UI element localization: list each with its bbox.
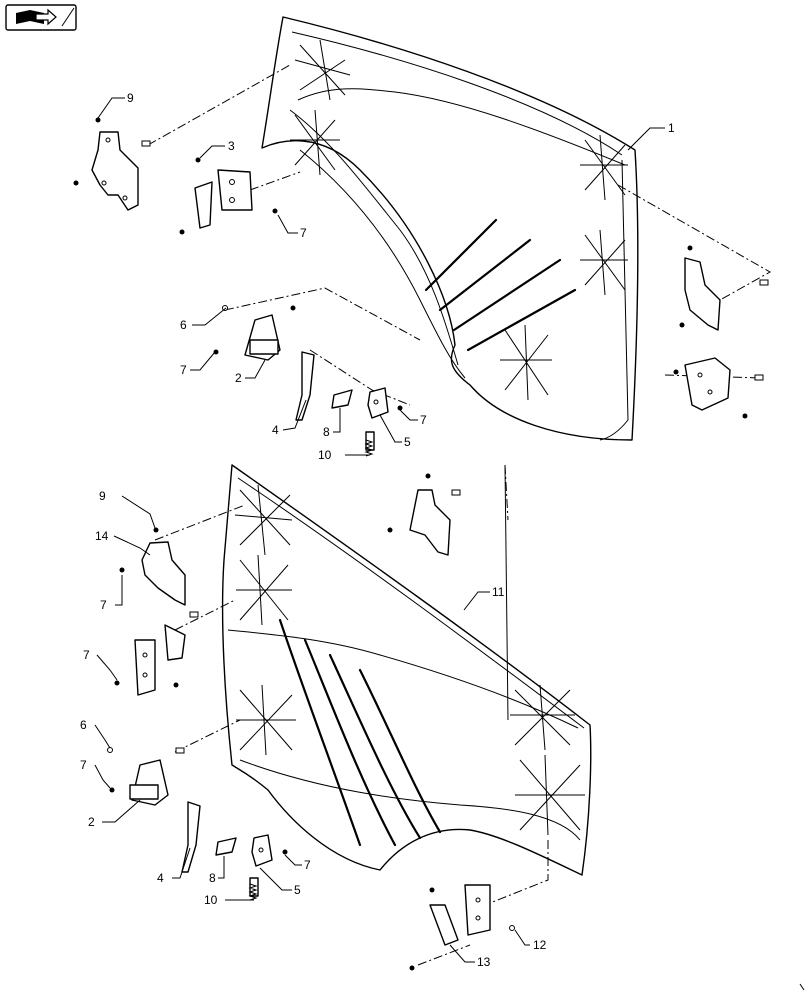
bracket-right-lower (387, 473, 461, 556)
nav-book-icon-button[interactable] (5, 4, 77, 31)
callout-1: 1 (668, 121, 675, 135)
callout-7-upper: 7 (300, 226, 307, 240)
corner-mark (799, 983, 805, 991)
callout-12: 12 (533, 938, 547, 952)
bracket-right-upper (679, 245, 769, 331)
callout-13: 13 (477, 955, 491, 969)
callout-4-upper: 4 (272, 423, 279, 437)
bracket-9-upper (73, 117, 151, 211)
callout-5-lower: 5 (294, 883, 301, 897)
latch-2-lower (107, 747, 185, 806)
callout-5-upper: 5 (404, 435, 411, 449)
rod-4-lower (181, 801, 201, 873)
callout-7-mid-a: 7 (180, 363, 187, 377)
callout-2-upper: 2 (235, 371, 242, 385)
callout-6-upper: 6 (180, 318, 187, 332)
callout-9-lower: 9 (99, 489, 106, 503)
callout-7-low-b: 7 (83, 648, 90, 662)
spring-10-upper (364, 439, 374, 457)
plate-right-upper (673, 357, 764, 419)
callout-8-lower: 8 (209, 871, 216, 885)
callout-3: 3 (228, 139, 235, 153)
bracket-14 (119, 527, 186, 606)
hinge-mid-lower (114, 611, 199, 696)
callout-10-lower: 10 (204, 893, 218, 907)
clip-8-5-lower (215, 834, 288, 897)
callout-7-low-d: 7 (304, 858, 311, 872)
hinge-12-13 (409, 884, 515, 971)
callout-4-lower: 4 (157, 871, 164, 885)
spring-10-lower (248, 883, 258, 901)
callout-9-upper: 9 (127, 91, 134, 105)
callout-labels: 1 9 3 7 6 7 2 4 8 5 7 10 9 14 7 11 7 6 7… (80, 91, 675, 969)
callout-7-low-a: 7 (100, 598, 107, 612)
upper-fender-panel (261, 16, 639, 441)
hinge-3-upper (179, 157, 278, 235)
callout-10-upper: 10 (318, 448, 332, 462)
leader-lines (94, 97, 665, 963)
callout-11: 11 (492, 585, 505, 599)
callout-8-upper: 8 (323, 425, 330, 439)
rod-4-upper (295, 351, 315, 421)
callout-2-lower: 2 (88, 815, 95, 829)
callout-14: 14 (95, 529, 109, 543)
lower-fender-panel (221, 464, 592, 876)
book-arrow-icon (16, 8, 57, 26)
callout-7-mid-b: 7 (420, 413, 427, 427)
latch-2-upper (213, 305, 296, 361)
callout-6-lower: 6 (80, 718, 87, 732)
callout-7-low-c: 7 (80, 758, 87, 772)
